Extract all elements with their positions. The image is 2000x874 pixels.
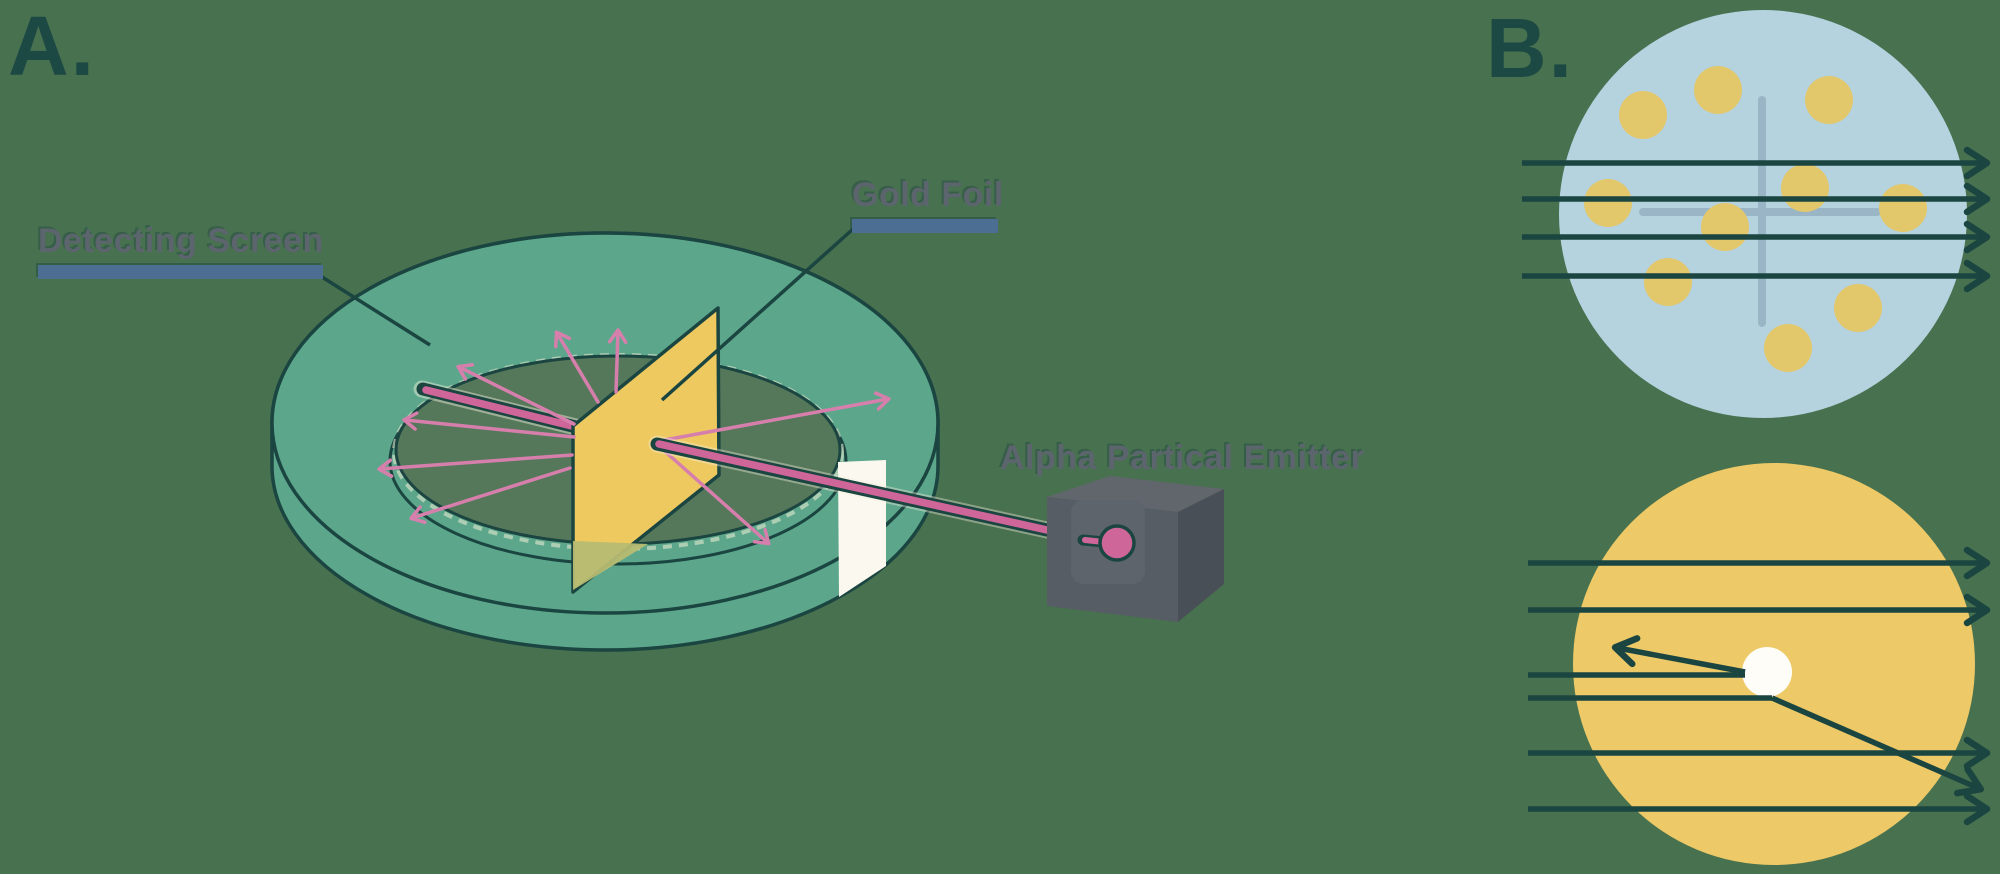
gold-foil-shadow [573,541,648,590]
incident-beam [648,435,1065,541]
straight-through-arrows [1522,146,1991,293]
transmitted-beam [413,380,585,436]
emitter-top-face [1047,476,1224,512]
crosshair [1639,96,1881,327]
arrow-backscatter-out [1611,635,1746,675]
alpha-emitter-label: Alpha Partical Emitter [1000,441,1364,475]
arrow-deflected-out [1770,695,1984,797]
plum-pudding-model [1522,10,1991,418]
detecting-screen-leader-line [321,275,431,347]
panel-b-heading: B. [1486,1,1574,95]
nucleus [1742,647,1792,697]
alpha-emitter-label-text: Alpha Partical Emitter [1000,439,1365,477]
detecting-screen-label-text: Detecting Screen [38,222,324,260]
panel-a-heading: A. [8,0,96,93]
scattered-alpha-rays [377,328,891,546]
nuclear-scattering-arrows [1528,546,1991,826]
alpha-particle-dot [1098,524,1136,562]
gold-foil-sheet [571,306,721,594]
ray-up-left [456,362,576,426]
ray-up-left-steep [553,330,600,404]
alpha-emitter-box [1047,476,1224,622]
gold-foil-leader-line [660,227,855,402]
ray-left-low [377,453,574,478]
detecting-screen-label: Detecting Screen [38,224,324,279]
ray-down-left [409,466,572,525]
emitter-right-face [1178,489,1224,622]
ray-left [402,411,576,439]
ray-back-down-right [658,445,771,546]
gold-foil-label-text: Gold Foil [852,176,1004,214]
ray-up [607,328,628,394]
distributed-charge-dots [1584,66,1927,372]
gold-foil-label-underline [852,219,998,233]
detecting-screen-label-underline [38,265,323,279]
nuclear-model [1528,463,1991,865]
gold-foil-label: Gold Foil [852,178,1004,233]
ray-back-up-right [657,391,891,443]
